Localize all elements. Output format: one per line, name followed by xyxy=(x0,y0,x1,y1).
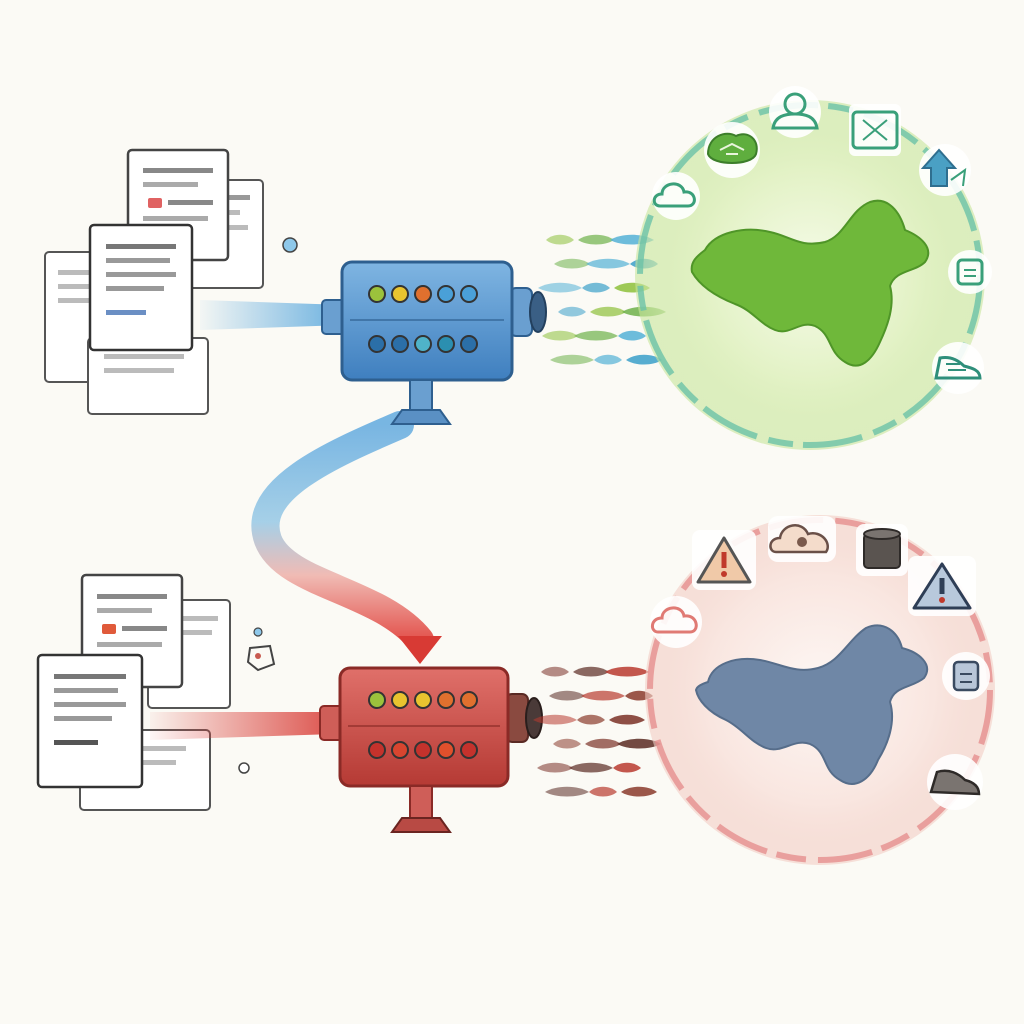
broken-icon xyxy=(246,644,276,672)
output-fragment xyxy=(618,330,646,341)
top-document-stack xyxy=(44,148,298,415)
shoe-icon xyxy=(927,754,983,810)
shoe-icon xyxy=(932,342,984,394)
indicator-light xyxy=(391,335,409,353)
output-fragment xyxy=(621,786,657,797)
indicator-light xyxy=(414,691,432,709)
warning-icon xyxy=(692,530,756,590)
person-icon xyxy=(769,86,821,138)
output-fragment xyxy=(577,714,605,725)
package-icon xyxy=(849,104,901,156)
output-fragment xyxy=(626,354,662,365)
output-fragment xyxy=(609,714,645,725)
document xyxy=(88,223,194,352)
top-globe xyxy=(635,100,985,450)
output-fragment xyxy=(586,258,630,269)
indicator-light xyxy=(460,741,478,759)
indicator-light xyxy=(460,335,478,353)
connector-arrowhead xyxy=(398,636,442,664)
indicator-row-1 xyxy=(368,691,478,709)
indicator-light xyxy=(414,285,432,303)
output-fragment xyxy=(594,354,622,365)
output-fragment xyxy=(537,762,573,773)
cloud-icon xyxy=(650,596,702,648)
top-output-fragments xyxy=(538,234,666,365)
bottom-input-beam xyxy=(150,712,335,740)
output-fragment xyxy=(554,258,590,269)
output-fragment xyxy=(578,234,614,245)
output-fragment xyxy=(617,738,661,749)
growth-icon xyxy=(919,144,971,196)
output-fragment xyxy=(569,762,613,773)
indicator-light xyxy=(391,285,409,303)
document xyxy=(36,653,144,789)
bottom-ring-icons xyxy=(650,516,990,810)
output-fragment xyxy=(542,330,578,341)
output-fragment xyxy=(589,786,617,797)
indicator-light xyxy=(368,691,386,709)
output-fragment xyxy=(533,714,577,725)
output-fragment xyxy=(549,690,585,701)
indicator-row-1 xyxy=(368,285,478,303)
output-fragment xyxy=(558,306,586,317)
output-fragment xyxy=(613,762,641,773)
output-fragment xyxy=(550,354,594,365)
droplet-icon xyxy=(238,762,250,774)
connector-stream xyxy=(251,411,434,654)
output-fragment xyxy=(545,786,589,797)
output-fragment xyxy=(585,738,621,749)
indicator-light xyxy=(437,741,455,759)
output-fragment xyxy=(538,282,582,293)
cloud-icon xyxy=(768,516,836,562)
indicator-row-2 xyxy=(368,741,478,759)
output-fragment xyxy=(581,690,625,701)
output-fragment xyxy=(573,666,609,677)
indicator-light xyxy=(437,335,455,353)
indicator-light xyxy=(414,741,432,759)
indicator-light xyxy=(368,741,386,759)
warning-icon xyxy=(908,556,976,616)
top-region xyxy=(690,199,930,367)
bottom-processing-machine xyxy=(319,666,543,833)
indicator-row-2 xyxy=(368,335,478,353)
top-input-beam xyxy=(200,300,345,330)
output-fragment xyxy=(582,282,610,293)
indicator-light xyxy=(414,335,432,353)
output-fragment xyxy=(541,666,569,677)
bottom-output-fragments xyxy=(533,666,661,797)
top-processing-machine xyxy=(321,260,547,425)
bottom-document-stack xyxy=(36,573,276,811)
indicator-light xyxy=(368,285,386,303)
output-fragment xyxy=(574,330,618,341)
droplet-icon xyxy=(282,237,298,253)
output-fragment xyxy=(590,306,626,317)
indicator-light xyxy=(437,691,455,709)
indicator-light xyxy=(368,335,386,353)
handshake-icon xyxy=(704,122,760,178)
output-fragment xyxy=(546,234,574,245)
bottom-globe xyxy=(645,515,995,865)
droplet-icon xyxy=(253,627,263,637)
indicator-light xyxy=(391,691,409,709)
robot-icon xyxy=(948,250,992,294)
bottom-region xyxy=(694,624,929,785)
indicator-light xyxy=(391,741,409,759)
output-fragment xyxy=(553,738,581,749)
indicator-light xyxy=(437,285,455,303)
top-ring-icons xyxy=(652,86,992,394)
cloud-icon xyxy=(652,172,700,220)
indicator-light xyxy=(460,285,478,303)
robot-icon xyxy=(942,652,990,700)
barrel-icon xyxy=(856,524,908,576)
output-fragment xyxy=(605,666,649,677)
indicator-light xyxy=(460,691,478,709)
